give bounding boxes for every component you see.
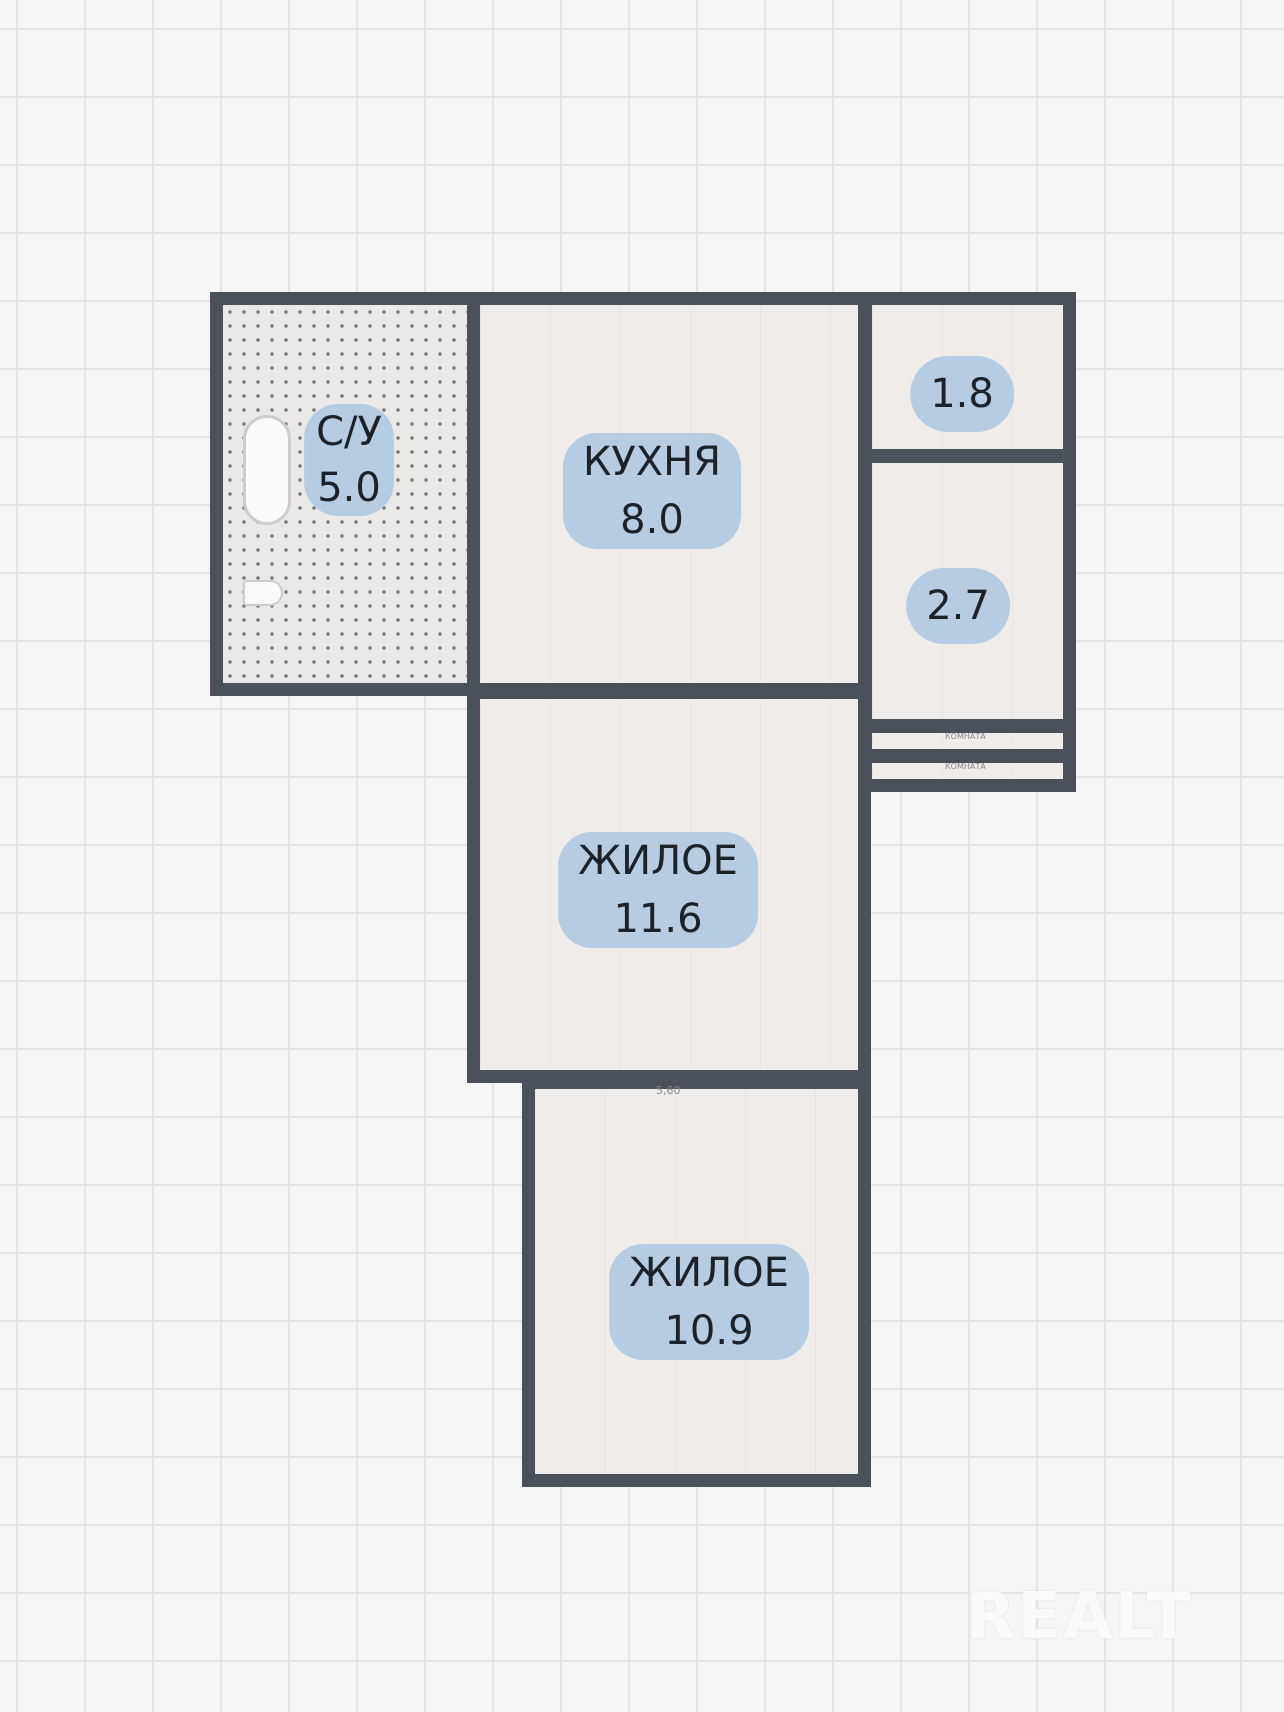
room-label-living-1: ЖИЛОЕ 11.6 [558,832,758,948]
room-area: 1.8 [930,371,994,417]
room-label-storage-small: 1.8 [910,356,1014,432]
room-area: 2.7 [926,583,990,629]
room-area: 5.0 [317,465,381,511]
room-label-kitchen: КУХНЯ 8.0 [562,433,742,549]
living-room-2 [522,1076,871,1487]
room-name: ЖИЛОЕ [578,838,738,884]
room-name: КУХНЯ [582,439,722,485]
room-name: ЖИЛОЕ [629,1250,789,1296]
dimension-label: 5,60 [656,1084,681,1097]
room-label-bathroom: С/У 5.0 [304,404,394,516]
toilet-icon [243,580,283,606]
realt-watermark-logo: REALT [966,1580,1193,1654]
closet-label-2: КОМНАТА [945,762,986,771]
room-area: 10.9 [664,1308,754,1354]
room-area: 11.6 [613,896,703,942]
room-label-storage: 2.7 [906,568,1010,644]
room-area: 8.0 [620,497,684,543]
closet-label-1: КОМНАТА [945,732,986,741]
bathtub-icon [243,415,291,525]
closet-strip-2 [859,750,1076,792]
room-name: С/У [316,409,382,455]
room-label-living-2: ЖИЛОЕ 10.9 [609,1244,809,1360]
living-room-1 [467,686,871,1083]
